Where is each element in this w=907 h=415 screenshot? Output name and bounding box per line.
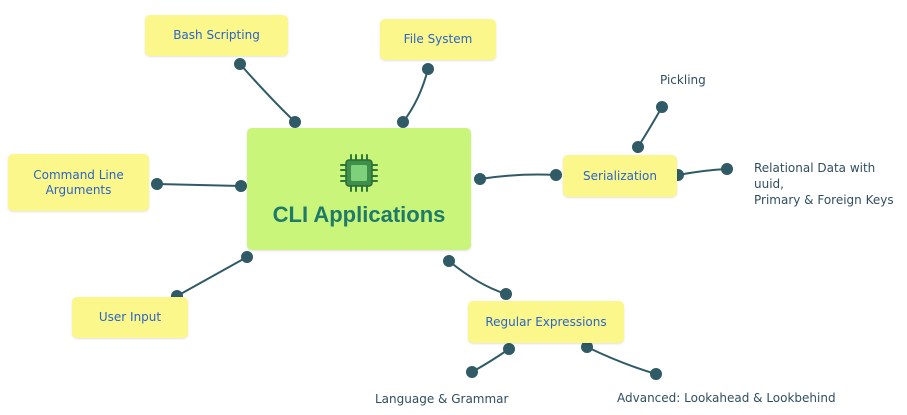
topic-label: Regular Expressions	[485, 314, 607, 329]
subtopic-relational-data[interactable]: Relational Data with uuid, Primary & For…	[754, 144, 907, 208]
subtopic-language-grammar[interactable]: Language & Grammar	[375, 391, 508, 407]
connector-dot	[151, 178, 163, 190]
topic-bash-scripting[interactable]: Bash Scripting	[145, 15, 288, 56]
connector-dot	[234, 58, 246, 70]
topic-command-line-arguments[interactable]: Command Line Arguments	[8, 154, 149, 211]
topic-serialization[interactable]: Serialization	[563, 155, 677, 197]
connector-pickling	[637, 106, 663, 148]
topic-regular-expressions[interactable]: Regular Expressions	[468, 301, 624, 343]
connector-dot	[289, 116, 301, 128]
connector-dot	[656, 101, 668, 113]
subtopic-label: Pickling	[660, 73, 706, 87]
connector-dot	[650, 368, 662, 380]
subtopic-label: Advanced: Lookahead & Lookbehind	[617, 391, 836, 405]
subtopic-pickling[interactable]: Pickling	[660, 72, 706, 88]
connector-dot	[581, 341, 593, 353]
subtopic-label: Language & Grammar	[375, 392, 509, 406]
topic-user-input[interactable]: User Input	[72, 297, 188, 338]
connector-bash-scripting	[239, 63, 296, 123]
connector-language-grammar	[471, 348, 510, 373]
subtopic-label: Relational Data with uuid, Primary & For…	[754, 161, 894, 207]
topic-label: User Input	[98, 310, 162, 324]
connector-regular-expressions	[448, 260, 507, 295]
connector-serialization	[479, 173, 557, 180]
connector-dot	[503, 343, 515, 355]
connector-dot	[632, 141, 644, 153]
connector-dot	[466, 366, 478, 378]
topic-label: Bash Scripting	[173, 28, 260, 42]
connector-relational-data	[677, 168, 728, 176]
connector-dot	[443, 255, 455, 267]
central-title: CLI Applications	[272, 201, 446, 227]
connector-dot	[500, 288, 512, 300]
connector-dot	[550, 169, 562, 181]
connector-advanced-lookahead	[586, 346, 657, 375]
connector-file-system	[402, 68, 429, 123]
chip-icon	[340, 153, 378, 192]
subtopic-advanced-lookahead[interactable]: Advanced: Lookahead & Lookbehind	[617, 390, 836, 406]
connector-dot	[397, 116, 409, 128]
topic-label: File System	[403, 32, 473, 46]
connector-user-input	[176, 256, 248, 297]
connector-dot	[235, 180, 247, 192]
connector-command-line-arguments	[156, 183, 242, 187]
topic-file-system[interactable]: File System	[380, 19, 496, 60]
topic-label: Serialization	[583, 168, 657, 183]
connector-dot	[721, 163, 733, 175]
connector-dot	[422, 63, 434, 75]
connector-dot	[474, 173, 486, 185]
connector-dot	[241, 251, 253, 263]
central-topic[interactable]: CLI Applications	[247, 128, 471, 250]
topic-label: Command Line Arguments	[33, 167, 124, 197]
